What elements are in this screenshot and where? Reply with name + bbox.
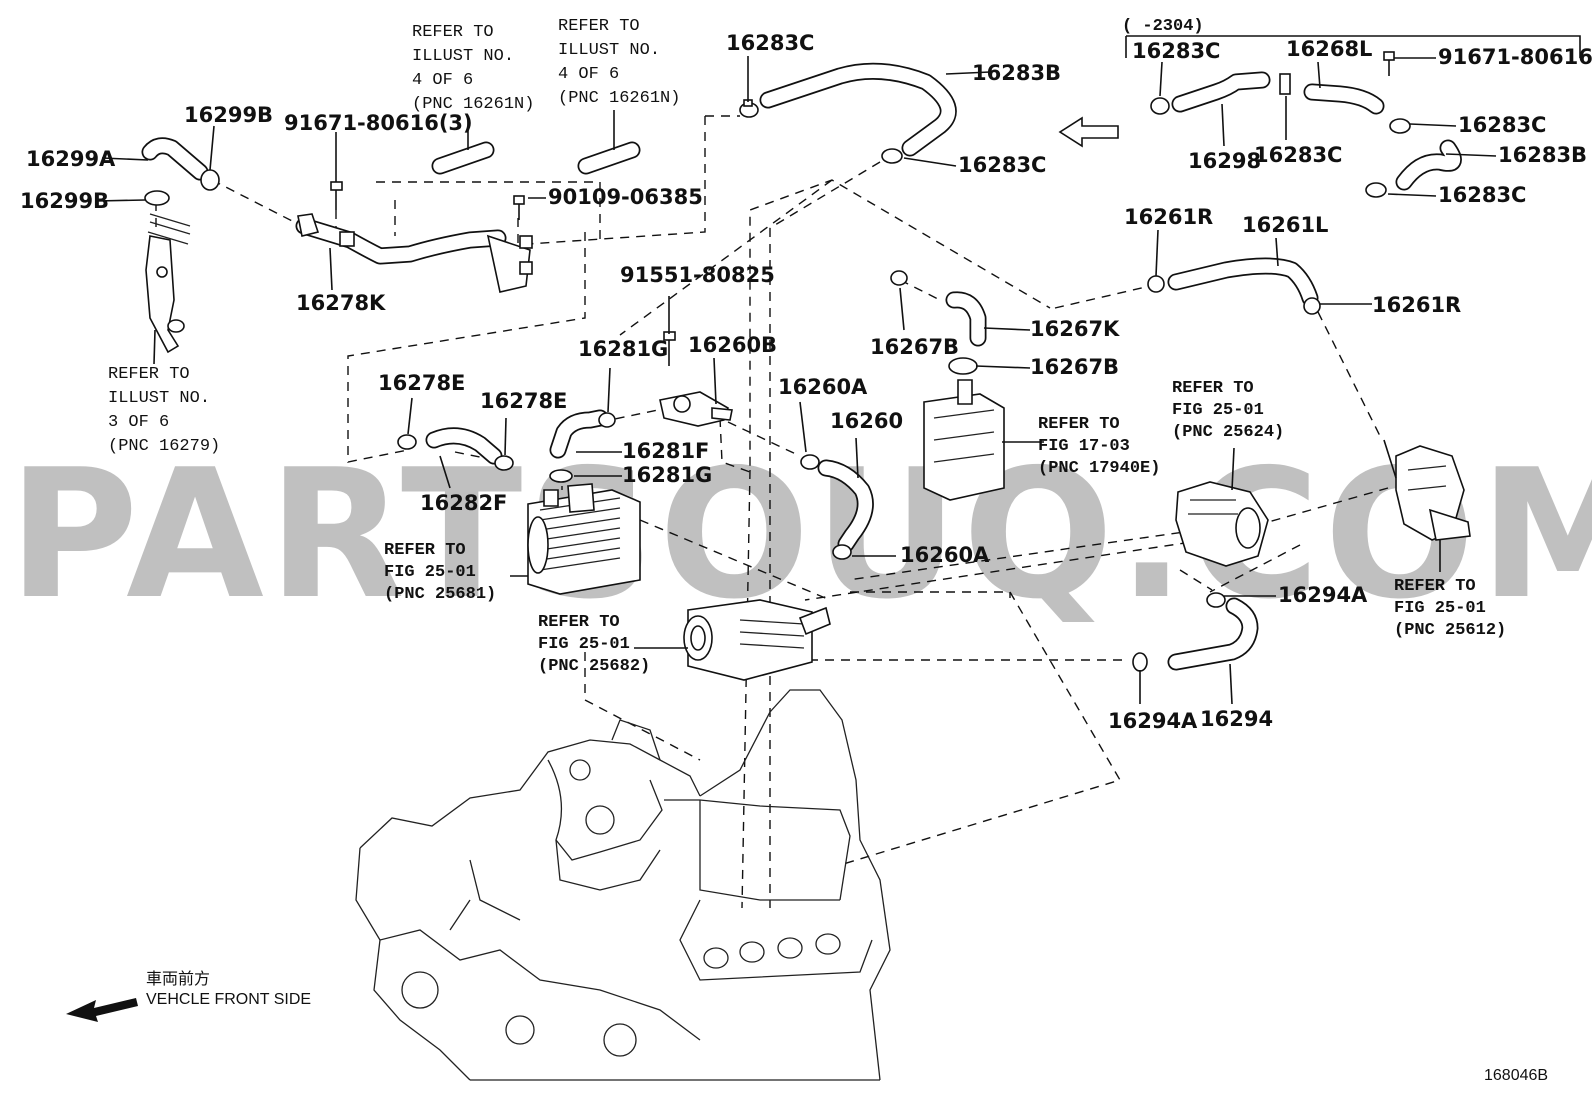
label-91551-80825: 91551-80825 bbox=[620, 263, 775, 287]
label-16261R: 16261R bbox=[1124, 205, 1213, 229]
label-90109-06385: 90109-06385 bbox=[548, 185, 703, 209]
hose-16281F bbox=[549, 409, 609, 459]
pipe-16278K bbox=[295, 213, 533, 293]
refer-note-25624: REFER TO FIG 25-01 (PNC 25624) bbox=[1172, 379, 1284, 442]
label-16260: 16260 bbox=[830, 409, 903, 433]
refer-notes: REFER TO ILLUST NO. 4 OF 6 (PNC 16261N) … bbox=[108, 17, 1506, 676]
label-16278E: 16278E bbox=[378, 371, 465, 395]
label-16283C: 16283C bbox=[958, 153, 1046, 177]
refer-note-25682: REFER TO FIG 25-01 (PNC 25682) bbox=[538, 613, 650, 676]
valve-25624 bbox=[1175, 481, 1269, 567]
label-16260B: 16260B bbox=[688, 333, 777, 357]
part-labels: 16283C 16283B 16283C 16299B 16299A 16299… bbox=[20, 17, 1592, 733]
vehicle-front-indicator: 車両前方 VEHCLE FRONT SIDE bbox=[66, 970, 311, 1022]
label-16281G: 16281G bbox=[622, 463, 712, 487]
hose-16261L bbox=[1167, 257, 1319, 307]
engine-block-illustration bbox=[355, 689, 891, 1081]
label-16299B: 16299B bbox=[184, 103, 273, 127]
diagram-id: 168046B bbox=[1484, 1067, 1548, 1084]
front-side-en: VEHCLE FRONT SIDE bbox=[146, 991, 311, 1008]
label-16294A: 16294A bbox=[1108, 709, 1198, 733]
inset-label-16283C: 16283C bbox=[1458, 113, 1546, 137]
front-side-jp: 車両前方 bbox=[146, 970, 210, 988]
inset-label-91671-80616: 91671-80616 bbox=[1438, 45, 1592, 69]
inset-label-16283C: 16283C bbox=[1132, 39, 1220, 63]
front-arrow-icon bbox=[66, 998, 138, 1022]
hose-16282F bbox=[425, 427, 503, 465]
label-16261L: 16261L bbox=[1242, 213, 1328, 237]
egr-valve-25682 bbox=[683, 599, 831, 681]
label-16278E: 16278E bbox=[480, 389, 567, 413]
label-16267B: 16267B bbox=[870, 335, 959, 359]
label-16299A: 16299A bbox=[26, 147, 116, 171]
bolts bbox=[330, 51, 1395, 366]
hose-16294 bbox=[1167, 597, 1259, 671]
label-16267B: 16267B bbox=[1030, 355, 1119, 379]
bracket-16299 bbox=[145, 213, 191, 354]
label-16294A: 16294A bbox=[1278, 583, 1368, 607]
hose-clamps bbox=[144, 73, 1411, 672]
inset-range-label: ( -2304) bbox=[1122, 17, 1204, 36]
label-16283C: 16283C bbox=[726, 31, 814, 55]
left-arrow-icon bbox=[1058, 116, 1119, 148]
label-16260A: 16260A bbox=[900, 543, 990, 567]
hose-16298-inset bbox=[1171, 71, 1271, 113]
inset-label-16283C: 16283C bbox=[1254, 143, 1342, 167]
label-16267K: 16267K bbox=[1030, 317, 1120, 341]
label-16282F: 16282F bbox=[420, 491, 507, 515]
refer-note-17940E: REFER TO FIG 17-03 (PNC 17940E) bbox=[1038, 415, 1160, 478]
refer-note-illust-4b: REFER TO ILLUST NO. 4 OF 6 (PNC 16261N) bbox=[558, 17, 680, 108]
refer-note-25612: REFER TO FIG 25-01 (PNC 25612) bbox=[1394, 577, 1506, 640]
hose-16261N-b bbox=[577, 141, 641, 175]
hose-16260 bbox=[817, 459, 874, 553]
refer-note-illust-3: REFER TO ILLUST NO. 3 OF 6 (PNC 16279) bbox=[108, 365, 220, 456]
hose-16283B bbox=[759, 62, 957, 157]
hose-16283B-inset bbox=[1395, 139, 1462, 191]
label-16261R: 16261R bbox=[1372, 293, 1461, 317]
label-16260A: 16260A bbox=[778, 375, 868, 399]
inset-bracket bbox=[1125, 35, 1581, 58]
filter-17940E bbox=[923, 379, 1005, 501]
watermark-text: PARTSOUQ.COM bbox=[8, 431, 1592, 638]
label-16294: 16294 bbox=[1200, 707, 1273, 731]
label-leaders bbox=[95, 56, 1497, 705]
refer-note-25681: REFER TO FIG 25-01 (PNC 25681) bbox=[384, 541, 496, 604]
label-16283B: 16283B bbox=[972, 61, 1061, 85]
hose-16261N-a bbox=[431, 141, 495, 175]
label-16281G: 16281G bbox=[578, 337, 668, 361]
valve-25612 bbox=[1383, 439, 1471, 541]
inset-label-16298: 16298 bbox=[1188, 149, 1261, 173]
pipe-16268L-inset bbox=[1303, 83, 1385, 115]
label-16278K: 16278K bbox=[296, 291, 386, 315]
refer-note-illust-4a: REFER TO ILLUST NO. 4 OF 6 (PNC 16261N) bbox=[412, 23, 534, 114]
inset-label-16283B: 16283B bbox=[1498, 143, 1587, 167]
egr-cooler-25681 bbox=[527, 483, 641, 595]
label-91671-80616: 91671-80616(3) bbox=[284, 111, 473, 135]
valve-16260B-sensor bbox=[659, 391, 733, 427]
hose-16267K bbox=[945, 291, 987, 347]
inset-label-16283C: 16283C bbox=[1438, 183, 1526, 207]
label-16299B: 16299B bbox=[20, 189, 109, 213]
inset-label-16268L: 16268L bbox=[1286, 37, 1372, 61]
label-16281F: 16281F bbox=[622, 439, 709, 463]
hose-16299A bbox=[141, 137, 209, 181]
